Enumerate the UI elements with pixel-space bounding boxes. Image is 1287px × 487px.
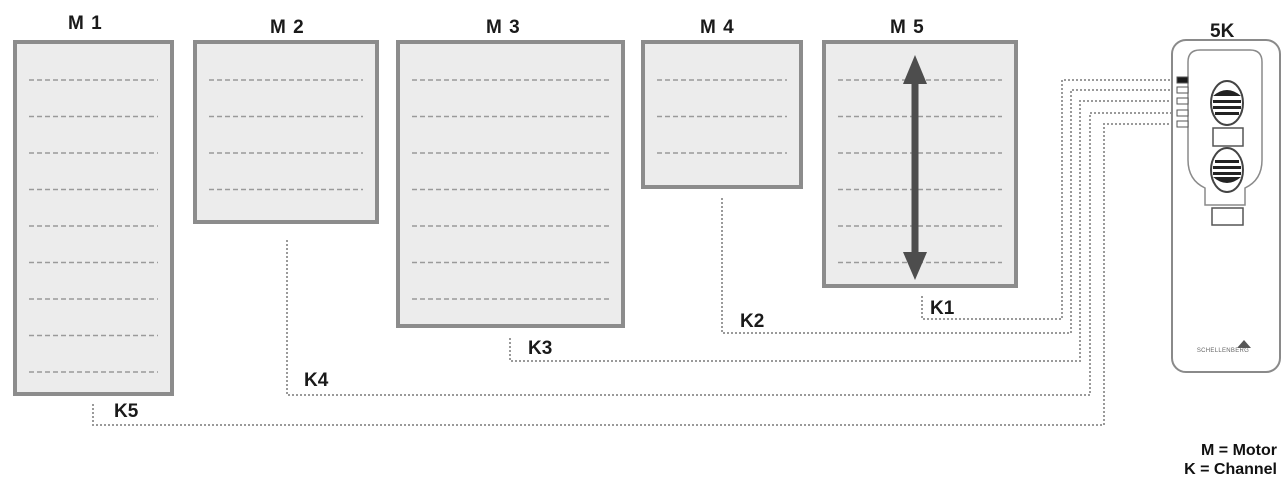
channel-led-k2 xyxy=(1176,86,1189,94)
label-k3: K3 xyxy=(528,338,553,359)
channel-led-k4 xyxy=(1176,109,1189,117)
legend-channel: K = Channel xyxy=(1184,461,1277,478)
label-k1: K1 xyxy=(930,298,955,319)
channel-led-k3 xyxy=(1176,97,1189,105)
motor-m2-blind[interactable] xyxy=(193,40,379,224)
remote-control-5k[interactable] xyxy=(1171,39,1281,373)
wire-k4 xyxy=(286,112,1175,396)
channel-wires xyxy=(92,79,1175,426)
motor-m1-blind[interactable] xyxy=(13,40,174,396)
down-button-icon[interactable] xyxy=(1210,147,1244,193)
label-k5: K5 xyxy=(114,401,139,422)
legend: M = Motor K = Channel xyxy=(1184,441,1277,479)
up-button-icon[interactable] xyxy=(1210,80,1244,126)
channel-select-button[interactable] xyxy=(1211,207,1244,226)
brand-logo: SCHELLENBERG xyxy=(1196,348,1250,354)
channel-led-k1 xyxy=(1176,76,1189,84)
wire-k5 xyxy=(92,123,1175,426)
double-arrow-icon xyxy=(903,55,927,280)
motor-m4-blind[interactable] xyxy=(641,40,803,189)
legend-motor: M = Motor xyxy=(1201,442,1277,459)
blinds-group xyxy=(13,40,1018,396)
label-m4: M 4 xyxy=(700,17,735,38)
label-k2: K2 xyxy=(740,311,765,332)
brand-roof-icon xyxy=(1237,340,1251,348)
remote-label: 5K xyxy=(1210,21,1235,42)
wire-k2 xyxy=(721,89,1175,334)
label-m2: M 2 xyxy=(270,17,305,38)
motor-m3-blind[interactable] xyxy=(396,40,625,328)
wire-k3 xyxy=(509,100,1175,362)
stop-button[interactable] xyxy=(1212,127,1244,147)
label-k4: K4 xyxy=(304,370,329,391)
label-m3: M 3 xyxy=(486,17,521,38)
label-m5: M 5 xyxy=(890,17,925,38)
channel-led-k5 xyxy=(1176,120,1189,128)
label-m1: M 1 xyxy=(68,13,103,34)
